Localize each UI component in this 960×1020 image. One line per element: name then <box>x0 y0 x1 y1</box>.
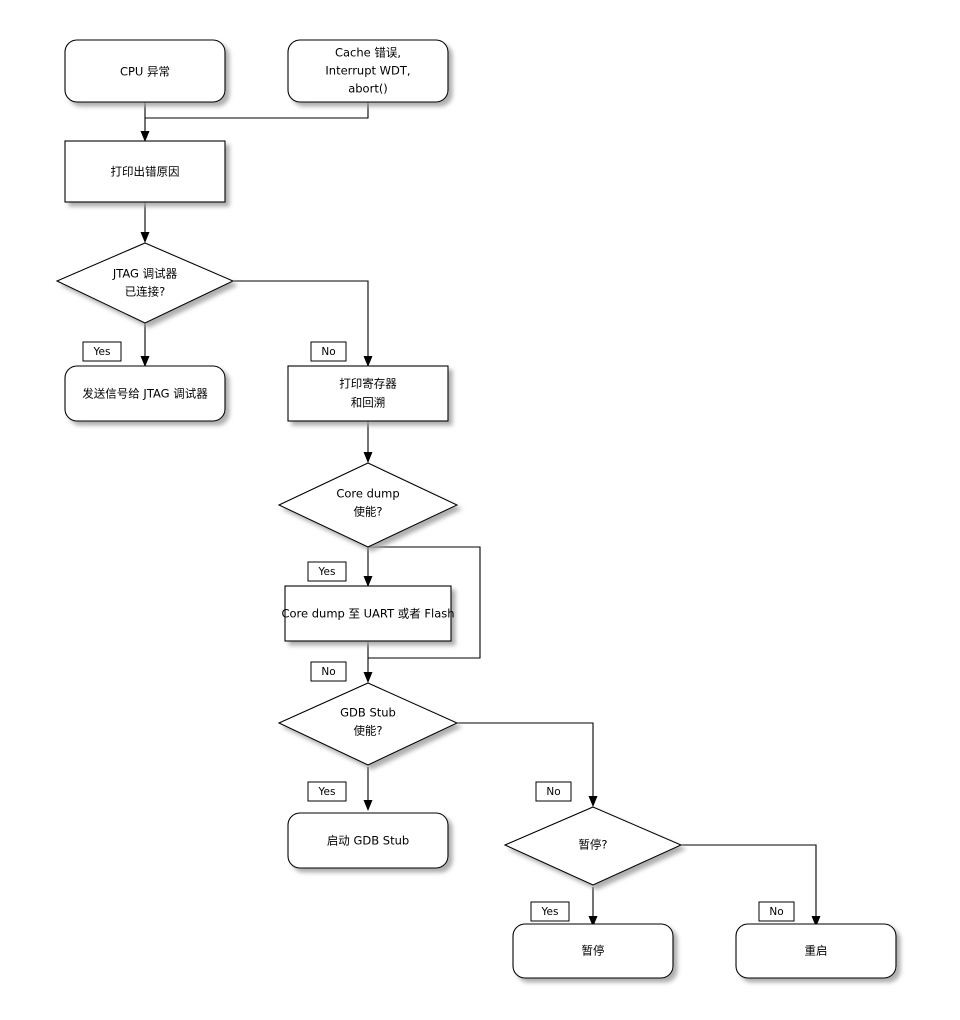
edge-label-jtag-no-text: No <box>321 346 335 358</box>
edge-label-halt-yes: Yes <box>530 901 570 922</box>
edge-halt-yes <box>588 887 598 927</box>
edge-coredump-no <box>368 546 481 659</box>
node-gdbstub-enabled-line-2: 使能? <box>353 724 382 738</box>
node-coredump-enabled-line-2: 使能? <box>353 505 382 519</box>
node-cache-error[interactable]: Cache 错误, Interrupt WDT, abort() <box>287 39 449 103</box>
node-cache-error-line-1: Cache 错误, <box>335 46 401 60</box>
node-gdbstub-enabled-line-1: GDB Stub <box>340 706 396 720</box>
node-coredump-enabled[interactable]: Core dump 使能? <box>277 462 459 548</box>
node-halt-decision[interactable]: 暂停? <box>503 806 683 886</box>
edge-coredump-write-to-gdb <box>363 641 373 683</box>
node-coredump-write-label: Core dump 至 UART 或者 Flash <box>281 607 454 621</box>
edge-halt-no <box>681 844 821 927</box>
edge-label-jtag-yes: Yes <box>82 341 122 362</box>
edge-label-halt-no-text: No <box>769 906 783 918</box>
node-halt[interactable]: 暂停 <box>512 923 674 979</box>
edge-label-gdbstub-no-text: No <box>546 786 560 798</box>
edge-label-halt-yes-text: Yes <box>541 906 559 918</box>
node-signal-jtag-label: 发送信号给 JTAG 调试器 <box>82 387 208 401</box>
node-cache-error-line-2: Interrupt WDT, <box>325 64 410 78</box>
edge-label-coredump-no-text: No <box>321 666 335 678</box>
edge-print-to-jtag <box>140 202 150 243</box>
node-cache-error-line-3: abort() <box>348 82 388 96</box>
edge-label-coredump-no: No <box>310 661 347 682</box>
edge-gdbstub-yes <box>363 767 373 811</box>
node-start-gdbstub-label: 启动 GDB Stub <box>327 834 409 848</box>
node-coredump-enabled-line-1: Core dump <box>336 487 399 501</box>
edge-cpu-to-print <box>140 102 150 142</box>
node-start-gdbstub[interactable]: 启动 GDB Stub <box>287 812 449 869</box>
edge-label-halt-no: No <box>758 901 795 922</box>
node-jtag-connected[interactable]: JTAG 调试器 已连接? <box>55 242 235 324</box>
edge-cache-to-print <box>145 102 369 119</box>
node-gdbstub-enabled[interactable]: GDB Stub 使能? <box>277 682 459 766</box>
edge-label-jtag-no: No <box>310 341 347 362</box>
node-jtag-connected-line-1: JTAG 调试器 <box>112 267 178 281</box>
node-jtag-connected-line-2: 已连接? <box>125 285 166 299</box>
node-signal-jtag[interactable]: 发送信号给 JTAG 调试器 <box>64 365 226 422</box>
node-cpu-exception[interactable]: CPU 异常 <box>64 39 226 103</box>
edge-coredump-yes <box>363 547 373 587</box>
node-print-error-label: 打印出错原因 <box>111 165 180 179</box>
edge-label-gdbstub-no: No <box>535 781 572 802</box>
edge-gdbstub-no <box>457 722 598 807</box>
node-coredump-write[interactable]: Core dump 至 UART 或者 Flash <box>281 585 455 642</box>
node-reboot-label: 重启 <box>805 944 828 958</box>
node-print-registers-line-1: 打印寄存器 <box>339 377 397 391</box>
edge-label-gdbstub-yes: Yes <box>307 781 347 802</box>
node-print-registers[interactable]: 打印寄存器 和回溯 <box>287 365 449 422</box>
node-print-registers-line-2: 和回溯 <box>351 396 386 410</box>
node-reboot[interactable]: 重启 <box>735 923 897 979</box>
node-print-error[interactable]: 打印出错原因 <box>64 140 226 203</box>
edge-jtag-no <box>233 280 373 367</box>
edge-label-coredump-yes: Yes <box>307 561 347 582</box>
edge-jtag-yes <box>140 323 150 367</box>
edge-label-coredump-yes-text: Yes <box>318 566 336 578</box>
node-cpu-exception-label: CPU 异常 <box>120 65 170 79</box>
node-halt-decision-label: 暂停? <box>578 838 607 852</box>
node-halt-label: 暂停 <box>582 944 605 958</box>
edge-label-gdbstub-yes-text: Yes <box>318 786 336 798</box>
edge-label-jtag-yes-text: Yes <box>93 346 111 358</box>
edge-registers-to-coredump <box>363 421 373 463</box>
